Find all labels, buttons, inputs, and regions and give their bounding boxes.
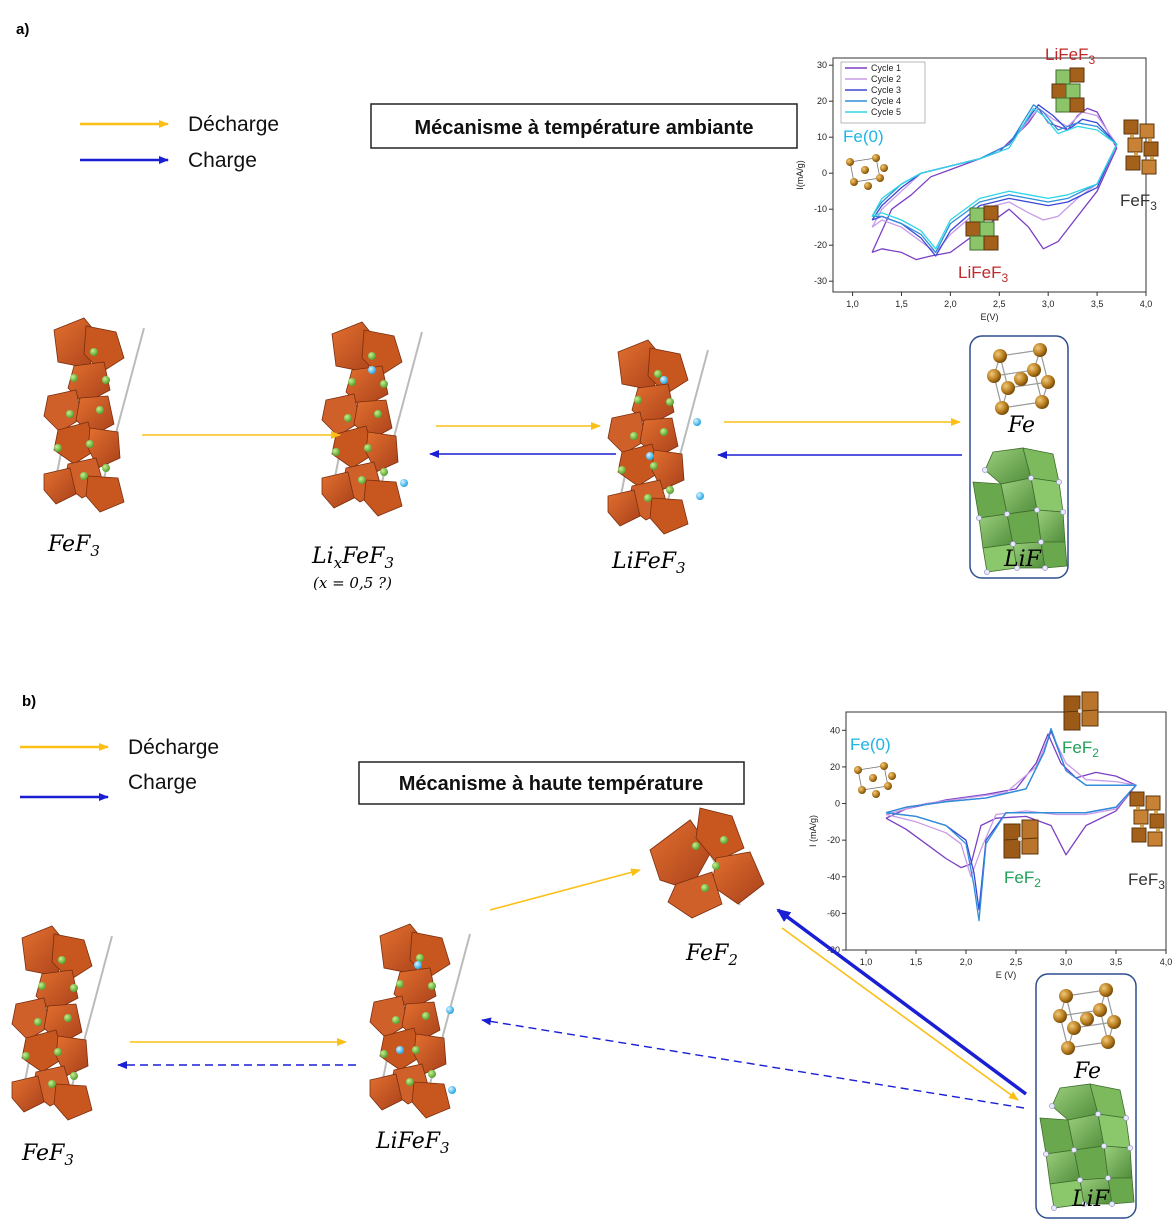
fe0-structure-icon-b — [853, 761, 897, 799]
x-tick-label: 1,0 — [860, 957, 873, 967]
label-lif-b: LiF — [1071, 1187, 1110, 1212]
x-tick-label: 4,0 — [1160, 957, 1173, 967]
fef3-structure-icon-b — [1129, 791, 1165, 847]
title-a: Mécanisme à température ambiante — [414, 117, 753, 139]
y-tick-label: 20 — [830, 762, 840, 772]
title-b: Mécanisme à haute température — [399, 773, 704, 795]
discharge-arrow-lifef3-to-fef2 — [489, 868, 641, 911]
label-lifef3-b: LiFeF3 — [375, 1129, 450, 1157]
label-lixfef3-note: (x = 0,5 ?) — [313, 574, 392, 592]
chart-b-fe0-label: Fe(0) — [850, 735, 891, 754]
y-tick-label: -30 — [814, 276, 827, 286]
discharge-arrow-fef2-to-fe-lif — [781, 927, 1019, 1101]
legend-box — [840, 61, 926, 124]
x-tick-label: 1,0 — [846, 299, 859, 309]
lifef3-structure-icon-bottom — [965, 205, 999, 251]
chart-b-fef2-top-label: FeF2 — [1062, 738, 1099, 760]
plot-frame — [832, 57, 1147, 293]
y-tick-label: 0 — [822, 168, 827, 178]
fef3-structure-b — [11, 925, 113, 1121]
fef2-structure-icon-top — [1063, 691, 1099, 731]
legend-entry: Cycle 5 — [871, 107, 901, 117]
chart-a-lifef3-bottom-label: LiFeF3 — [958, 263, 1008, 285]
y-tick-label: -40 — [827, 872, 840, 882]
panel-b-label: b) — [22, 693, 36, 710]
legend-entry: Cycle 2 — [871, 74, 901, 84]
y-tick-label: 10 — [817, 132, 827, 142]
y-tick-label: -10 — [814, 204, 827, 214]
x-tick-label: 1,5 — [910, 957, 923, 967]
series-line-4 — [885, 727, 1137, 922]
li-ions-lifef3-b — [396, 961, 456, 1094]
y-tick-label: 30 — [817, 60, 827, 70]
x-tick-label: 2,0 — [944, 299, 957, 309]
chart-b-fef3-label: FeF3 — [1128, 870, 1165, 892]
x-tick-label: 2,0 — [960, 957, 973, 967]
chart-a-fef3-label: FeF3 — [1120, 191, 1157, 213]
label-lif-a: LiF — [1003, 547, 1042, 572]
label-fef3-a: FeF3 — [47, 532, 100, 560]
charge-arrow-fe-lif-to-fef2 — [776, 908, 1028, 1096]
x-tick-label: 1,5 — [895, 299, 908, 309]
label-fef2: FeF2 — [685, 941, 738, 969]
x-axis-label: E(V) — [981, 312, 999, 322]
y-axis-label: I (mA/g) — [808, 815, 818, 847]
fef2-structure — [649, 807, 765, 919]
x-tick-label: 3,0 — [1042, 299, 1055, 309]
fef3-structure-icon-a — [1123, 119, 1159, 175]
y-tick-label: 40 — [830, 725, 840, 735]
title-box-a — [370, 103, 798, 149]
label-fef3-b: FeF3 — [21, 1141, 74, 1169]
label-lifef3-a: LiFeF3 — [611, 549, 686, 577]
x-tick-label: 3,5 — [1110, 957, 1123, 967]
label-fe-a: Fe — [1007, 413, 1035, 438]
lifef3-structure-icon-top — [1051, 67, 1085, 113]
x-tick-label: 3,0 — [1060, 957, 1073, 967]
cv-chart-b: 1,01,52,02,53,03,54,0-80-60-40-2002040E … — [808, 711, 1173, 980]
title-box-b — [358, 761, 745, 805]
y-tick-label: 0 — [835, 799, 840, 809]
y-tick-label: -20 — [814, 240, 827, 250]
fe0-structure-icon — [845, 153, 889, 191]
x-tick-label: 3,5 — [1091, 299, 1104, 309]
legend-charge-label-b: Charge — [128, 771, 197, 794]
legend-entry: Cycle 4 — [871, 96, 901, 106]
y-tick-label: 20 — [817, 96, 827, 106]
panel-a-label: a) — [16, 21, 29, 38]
legend-entry: Cycle 3 — [871, 85, 901, 95]
x-tick-label: 2,5 — [993, 299, 1006, 309]
legend-discharge-label: Décharge — [188, 113, 279, 136]
lixfef3-structure — [321, 321, 423, 517]
x-tick-label: 4,0 — [1140, 299, 1153, 309]
label-lixfef3: LixFeF3 — [311, 544, 394, 572]
plot-frame — [845, 711, 1167, 951]
legend-entry: Cycle 1 — [871, 63, 901, 73]
cv-chart-a: 1,0 1,5 2,0 2,5 3,0 3,5 4,0 -30 -20 -10 0 10 20 30E(V… — [795, 57, 1153, 322]
li-ions-lixfef3 — [368, 366, 408, 487]
lifef3-structure-a — [607, 339, 709, 535]
charge-arrow-fe-lif-to-lifef3-b — [481, 1017, 1025, 1109]
chart-b-fef2-bottom-label: FeF2 — [1004, 868, 1041, 890]
x-tick-label: 2,5 — [1010, 957, 1023, 967]
label-fe-b: Fe — [1073, 1059, 1101, 1084]
y-axis-label: I(mA/g) — [795, 160, 805, 190]
series-line-2 — [885, 731, 1137, 878]
y-tick-label: -20 — [827, 835, 840, 845]
series-line-5 — [871, 107, 1118, 250]
series-line-1 — [885, 733, 1137, 869]
chart-a-fe0-label: Fe(0) — [843, 127, 884, 146]
legend-charge-label: Charge — [188, 149, 257, 172]
li-ions-lifef3-a — [646, 376, 704, 500]
legend-discharge-label-b: Décharge — [128, 736, 219, 759]
y-tick-label: -60 — [827, 908, 840, 918]
x-axis-label: E (V) — [996, 970, 1017, 980]
fef2-structure-icon-bottom — [1003, 819, 1039, 859]
fef3-structure-a — [43, 317, 145, 513]
chart-a-lifef3-top-label: LiFeF3 — [1045, 45, 1095, 67]
